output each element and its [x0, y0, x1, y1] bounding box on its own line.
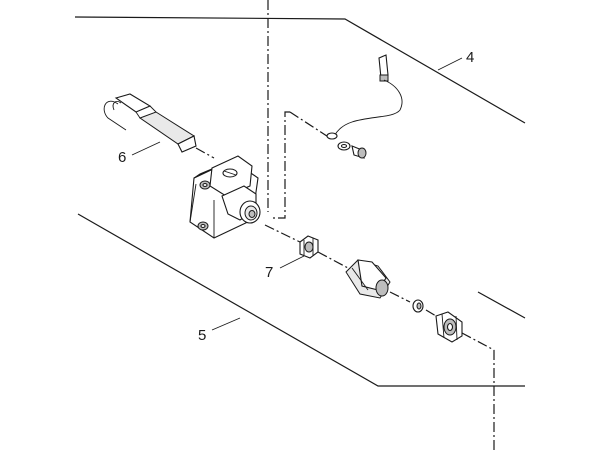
panel-outline-right-fragment: [477, 291, 526, 319]
callout-7: 7: [265, 264, 273, 281]
callout-4: 4: [466, 49, 474, 66]
seal-ring: [412, 299, 424, 313]
part-6-sensor-probe: [103, 93, 197, 153]
threaded-fitting: [435, 311, 463, 343]
panel-outline-lower: [77, 213, 525, 387]
leader-lines: [131, 57, 463, 331]
main-bracket-housing: [189, 155, 261, 239]
hex-nut-large: [345, 259, 391, 299]
part-4-wire-assembly: [326, 54, 403, 159]
part-7-hex-fitting: [299, 235, 319, 259]
center-lines: [195, 0, 495, 450]
panel-outline-upper: [74, 16, 526, 124]
callout-6: 6: [118, 149, 126, 166]
callout-5: 5: [198, 327, 206, 344]
